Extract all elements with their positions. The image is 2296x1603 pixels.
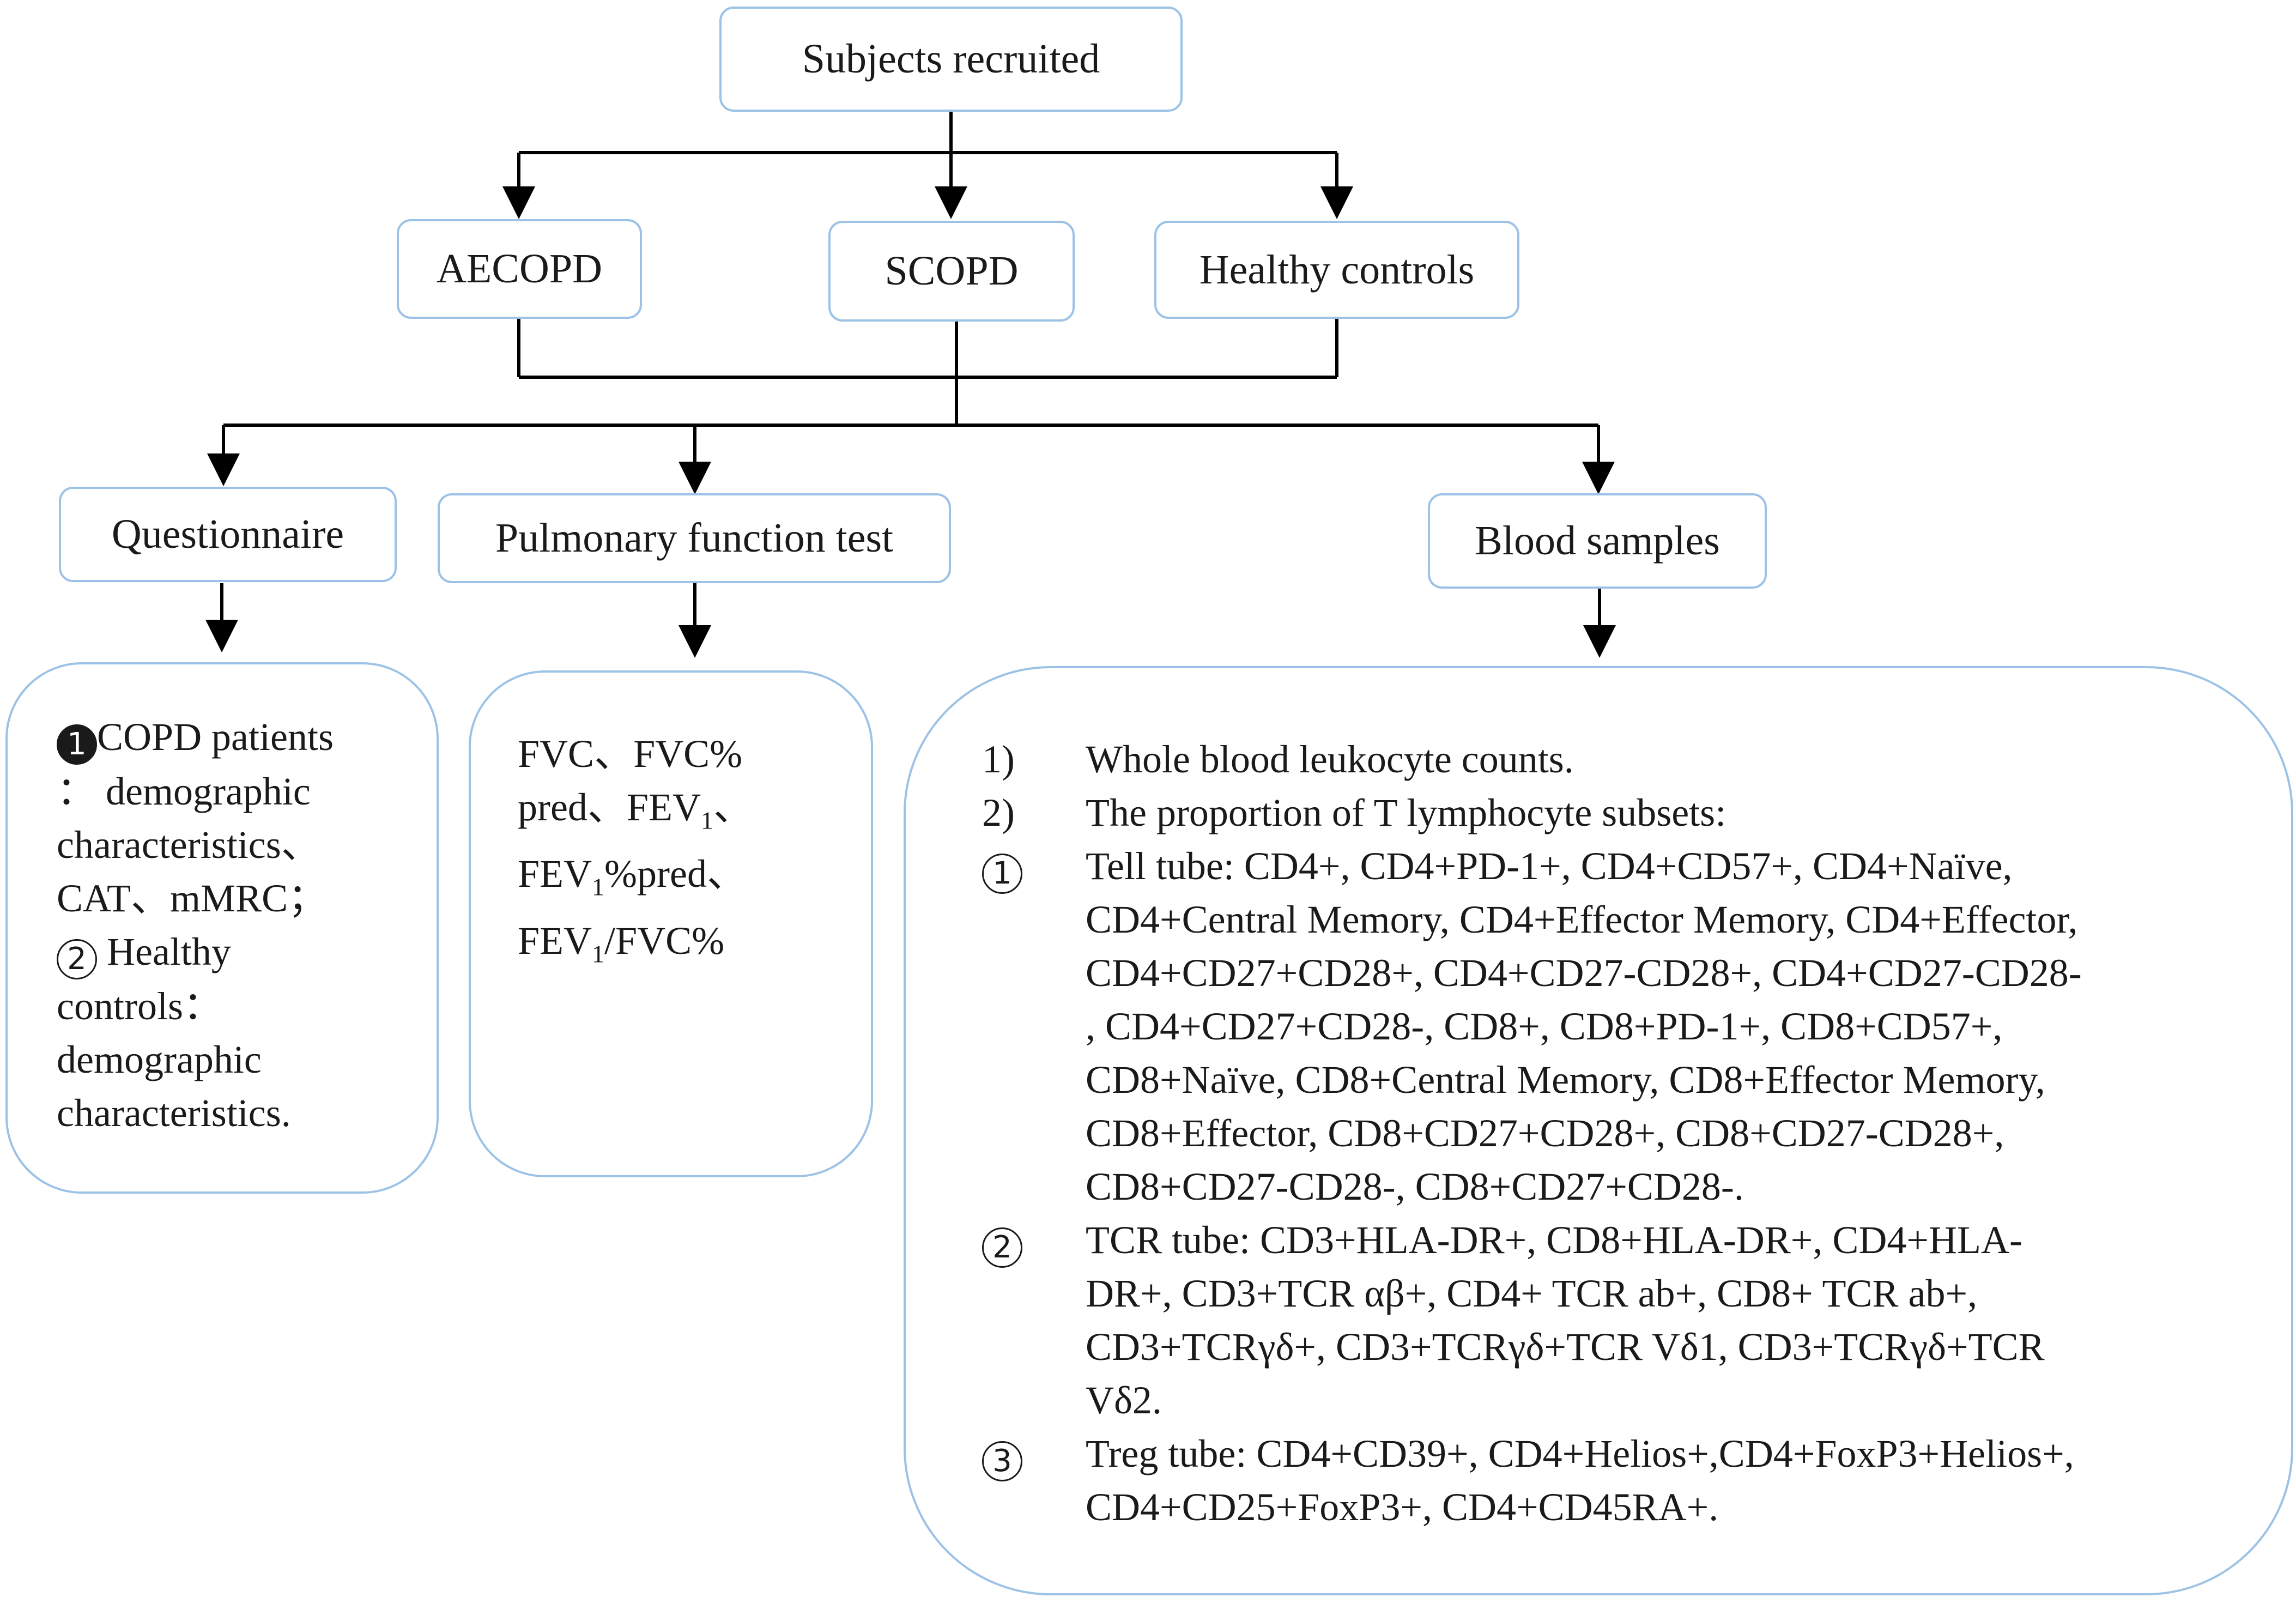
pulmonary-line-2-tail: 、 <box>713 785 753 829</box>
pulmonary-detail-panel: FVC、FVC% pred、FEV1、 FEV1%pred、 FEV1/FVC% <box>469 670 873 1177</box>
scopd-box: SCOPD <box>828 221 1075 322</box>
treg-tube-item: 3 Treg tube: CD4+CD39+, CD4+Helios+,CD4+… <box>982 1427 2291 1534</box>
pulmonary-line-4: FEV1/FVC% <box>518 914 871 981</box>
pulmonary-line-2-text: pred、FEV <box>518 785 701 829</box>
copd-patients-label: COPD patients <box>97 715 334 759</box>
pulmonary-line-2: pred、FEV1、 <box>518 781 871 847</box>
tcr-tube-text: TCR tube: CD3+HLA-DR+, CD8+HLA-DR+, CD4+… <box>1086 1213 2045 1427</box>
tell-tube-item: 1 Tell tube: CD4+, CD4+PD-1+, CD4+CD57+,… <box>982 839 2291 1213</box>
subjects-recruited-box: Subjects recruited <box>719 7 1183 112</box>
blood-item-1-marker: 1) <box>982 737 1015 781</box>
treg-tube-line: CD4+CD25+FoxP3+, CD4+CD45RA+. <box>1086 1485 1719 1529</box>
treg-tube-text: Treg tube: CD4+CD39+, CD4+Helios+,CD4+Fo… <box>1086 1427 2074 1534</box>
pulmonary-line-4-sub: 1 <box>592 940 605 968</box>
tell-tube-line: CD4+Central Memory, CD4+Effector Memory,… <box>1086 898 2078 941</box>
tell-tube-line: CD8+Effector, CD8+CD27+CD28+, CD8+CD27-C… <box>1086 1111 2004 1155</box>
blood-item-1-text: Whole blood leukocyte counts. <box>1086 737 1574 781</box>
pulmonary-line-3-text: FEV <box>518 852 592 896</box>
pulmonary-line-3-sub: 1 <box>592 873 605 901</box>
blood-item-1: 1) Whole blood leukocyte counts. <box>982 733 2291 786</box>
tcr-tube-line: CD3+TCRγδ+, CD3+TCRγδ+TCR Vδ1, CD3+TCRγδ… <box>1086 1325 2045 1369</box>
pulmonary-line-1: FVC、FVC% <box>518 732 743 776</box>
questionnaire-line-2: ： demographic <box>57 770 311 813</box>
circled-number-2: 2 <box>982 1227 1022 1268</box>
pulmonary-function-test-box: Pulmonary function test <box>438 493 951 583</box>
blood-item-2-marker: 2) <box>982 791 1015 834</box>
questionnaire-line-5: 2 Healthy <box>57 925 437 979</box>
tcr-tube-line: Vδ2. <box>1086 1378 1162 1422</box>
questionnaire-line-3: characteristics、 <box>57 823 320 867</box>
tell-tube-line: CD8+Naïve, CD8+Central Memory, CD8+Effec… <box>1086 1058 2045 1102</box>
blood-detail-panel: 1) Whole blood leukocyte counts. 2) The … <box>904 666 2293 1595</box>
tell-tube-line: CD8+CD27-CD28-, CD8+CD27+CD28-. <box>1086 1165 1744 1208</box>
aecopd-box: AECOPD <box>397 219 642 319</box>
circled-number-1: 1 <box>57 724 97 765</box>
circled-number-1: 1 <box>982 854 1022 894</box>
circled-number-2: 2 <box>57 939 97 979</box>
tell-tube-marker: 1 <box>982 839 1086 1213</box>
blood-item-2-text: The proportion of T lymphocyte subsets: <box>1086 791 1726 834</box>
tell-tube-text: Tell tube: CD4+, CD4+PD-1+, CD4+CD57+, C… <box>1086 839 2082 1213</box>
tell-tube-line: , CD4+CD27+CD28-, CD8+, CD8+PD-1+, CD8+C… <box>1086 1005 2003 1048</box>
healthy-label: Healthy <box>97 930 231 973</box>
circled-number-3: 3 <box>982 1441 1022 1481</box>
tell-tube-line: Tell tube: CD4+, CD4+PD-1+, CD4+CD57+, C… <box>1086 844 2013 888</box>
pulmonary-line-3: FEV1%pred、 <box>518 847 871 914</box>
questionnaire-line-4: CAT、mMRC； <box>57 876 328 920</box>
tcr-tube-line: DR+, CD3+TCR αβ+, CD4+ TCR ab+, CD8+ TCR… <box>1086 1272 1978 1315</box>
questionnaire-line-7: demographic <box>57 1038 262 1081</box>
blood-item-2: 2) The proportion of T lymphocyte subset… <box>982 786 2291 839</box>
tcr-tube-line: TCR tube: CD3+HLA-DR+, CD8+HLA-DR+, CD4+… <box>1086 1218 2022 1262</box>
tell-tube-line: CD4+CD27+CD28+, CD4+CD27-CD28+, CD4+CD27… <box>1086 951 2082 995</box>
blood-samples-box: Blood samples <box>1428 493 1767 589</box>
healthy-controls-box: Healthy controls <box>1154 221 1519 319</box>
questionnaire-line-8: characteristics. <box>57 1091 291 1135</box>
treg-tube-line: Treg tube: CD4+CD39+, CD4+Helios+,CD4+Fo… <box>1086 1432 2074 1475</box>
treg-tube-marker: 3 <box>982 1427 1086 1534</box>
questionnaire-line-6: controls： <box>57 984 222 1028</box>
tcr-tube-marker: 2 <box>982 1213 1086 1427</box>
pulmonary-line-3-tail: %pred、 <box>604 852 746 896</box>
tcr-tube-item: 2 TCR tube: CD3+HLA-DR+, CD8+HLA-DR+, CD… <box>982 1213 2291 1427</box>
pulmonary-line-4-text: FEV <box>518 918 592 963</box>
pulmonary-line-2-sub: 1 <box>700 806 713 834</box>
pulmonary-line-4-tail: /FVC% <box>604 918 725 963</box>
questionnaire-box: Questionnaire <box>59 487 397 582</box>
